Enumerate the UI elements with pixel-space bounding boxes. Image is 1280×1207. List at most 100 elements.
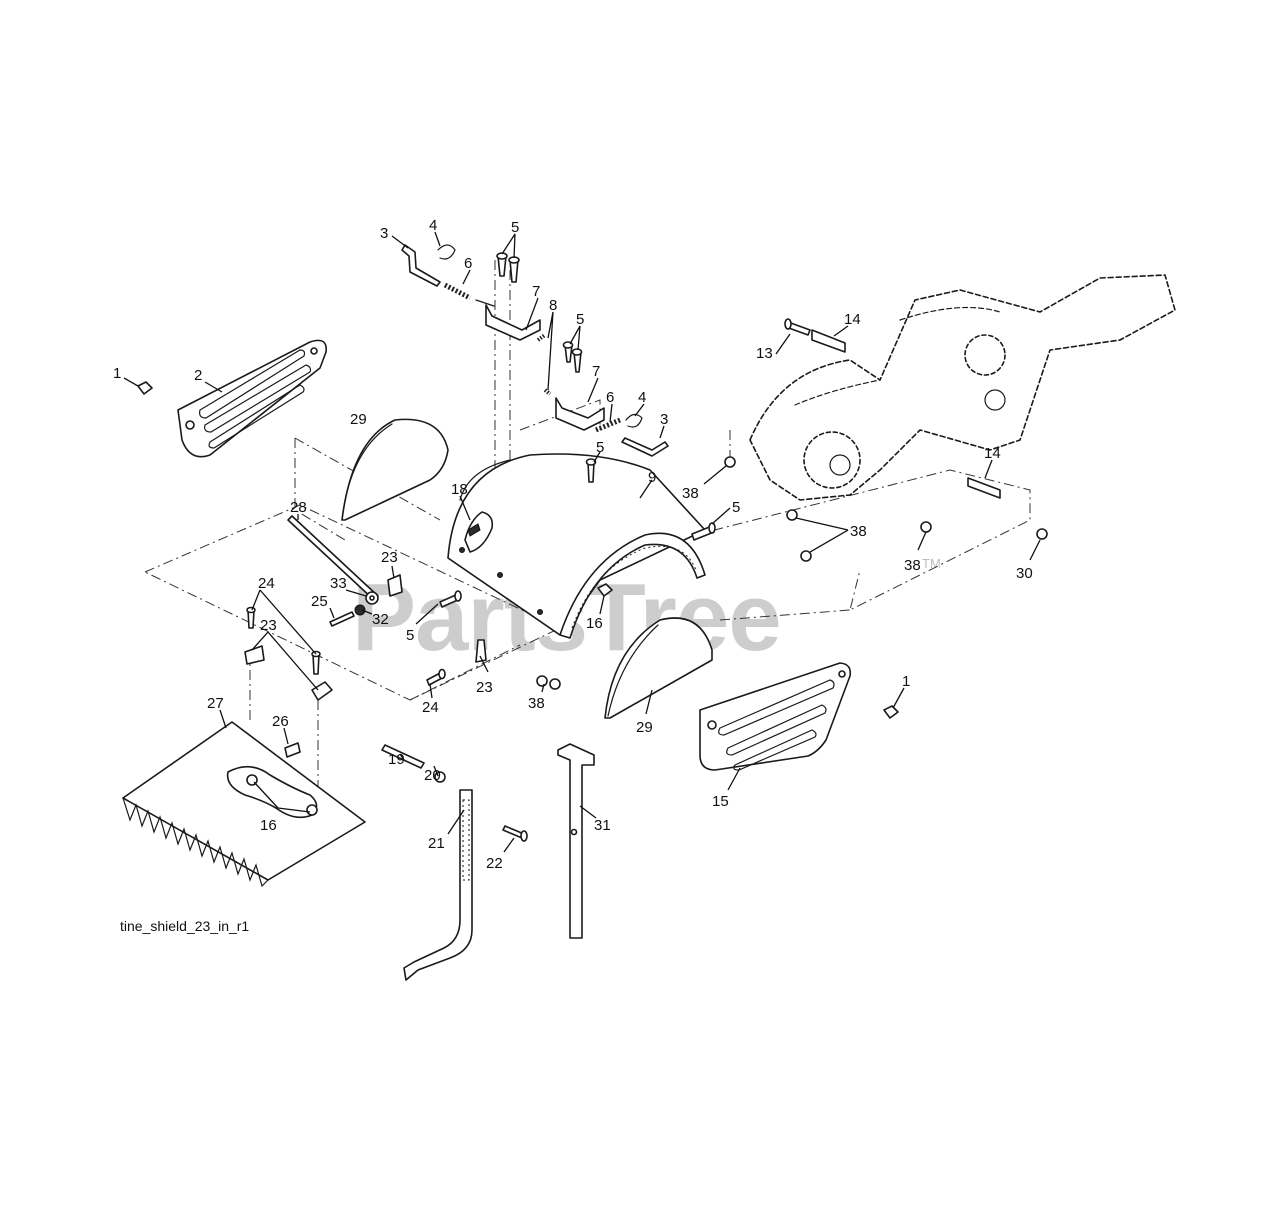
callout-6: 6 (606, 389, 614, 406)
drag-bar (122, 721, 366, 888)
callout-15: 15 (712, 793, 729, 810)
bolt-24-center (426, 668, 446, 686)
callout-30: 30 (1016, 565, 1033, 582)
diagram-caption: tine_shield_23_in_r1 (120, 918, 249, 934)
nut-16-hood (597, 583, 613, 597)
callout-23: 23 (476, 679, 493, 696)
callout-31: 31 (594, 817, 611, 834)
callout-5: 5 (576, 311, 584, 328)
bolt-13 (784, 318, 811, 336)
callout-4: 4 (638, 389, 646, 406)
nut-38-left (724, 456, 736, 468)
right-tine-plate (604, 617, 713, 719)
clip-left (244, 645, 265, 665)
callout-20: 20 (424, 767, 441, 784)
bolt-24-upper (246, 606, 256, 629)
bolt-pair-top (496, 252, 520, 283)
callout-5: 5 (406, 627, 414, 644)
callout-6: 6 (464, 255, 472, 272)
callout-2: 2 (194, 367, 202, 384)
callout-1: 1 (113, 365, 121, 382)
right-side-shield (699, 662, 852, 771)
spring-lower (595, 417, 621, 433)
bolt-hood-left (439, 590, 462, 608)
callout-16: 16 (586, 615, 603, 632)
callout-14: 14 (984, 445, 1001, 462)
nut-38-center (536, 675, 561, 690)
hood-flap-strip (559, 532, 706, 639)
bracket-14-lower (967, 477, 1001, 499)
left-side-shield (177, 339, 327, 458)
callout-29: 29 (636, 719, 653, 736)
callout-38: 38 (850, 523, 867, 540)
callout-19: 19 (388, 751, 405, 768)
callout-21: 21 (428, 835, 445, 852)
plug-18 (467, 523, 481, 537)
lift-rod-lower (621, 437, 669, 457)
callout-33: 33 (330, 575, 347, 592)
nut-30 (1036, 528, 1048, 540)
bracket-24 (311, 681, 333, 701)
callout-5: 5 (732, 499, 740, 516)
callout-1: 1 (902, 673, 910, 690)
bolt-hood-top (585, 458, 597, 483)
pin-19 (381, 744, 425, 769)
plate-26 (284, 742, 301, 758)
callout-23: 23 (260, 617, 277, 634)
bolt-24-lower (311, 650, 321, 675)
stake-bar (557, 743, 595, 939)
small-spring-b (543, 388, 552, 396)
callout-3: 3 (380, 225, 388, 242)
callout-9: 9 (648, 469, 656, 486)
callout-38: 38 (682, 485, 699, 502)
callout-29: 29 (350, 411, 367, 428)
hinge-bracket-upper (475, 299, 541, 341)
clip-center (475, 639, 487, 663)
callout-18: 18 (451, 481, 468, 498)
spring-upper (443, 282, 472, 301)
callout-3: 3 (660, 411, 668, 428)
tine-shield-hood (447, 453, 706, 636)
transmission-housing (749, 274, 1176, 501)
washer-33 (365, 591, 379, 605)
clip-right (387, 574, 403, 597)
callout-24: 24 (422, 699, 439, 716)
hinge-bracket-lower (555, 397, 605, 431)
nut-1-right (883, 705, 899, 719)
nut-32 (354, 604, 366, 616)
bolt-22 (502, 825, 528, 842)
nut-1-left (137, 381, 153, 395)
callout-26: 26 (272, 713, 289, 730)
depth-stake (403, 789, 473, 981)
callout-5: 5 (511, 219, 519, 236)
callout-5: 5 (596, 439, 604, 456)
lift-rod-upper (401, 244, 441, 287)
pin-25 (329, 611, 355, 627)
callout-32: 32 (372, 611, 389, 628)
small-spring-a (536, 333, 547, 342)
nut-38-right (920, 521, 932, 533)
hairpin-lower (625, 413, 643, 428)
callout-22: 22 (486, 855, 503, 872)
callout-4: 4 (429, 217, 437, 234)
bolt-hood-right (691, 522, 716, 541)
callout-24: 24 (258, 575, 275, 592)
leader-lines (123, 231, 1041, 853)
callout-38: 38 (904, 557, 921, 574)
callout-7: 7 (532, 283, 540, 300)
callout-23: 23 (381, 549, 398, 566)
callout-7: 7 (592, 363, 600, 380)
bolt-pair-mid (562, 341, 583, 373)
callout-13: 13 (756, 345, 773, 362)
callout-labels: 1 1 2 3 3 4 4 5 5 5 5 5 6 6 7 7 8 9 13 1… (113, 217, 1033, 872)
nut-38-pair (786, 509, 812, 562)
callout-28: 28 (290, 499, 307, 516)
callout-14: 14 (844, 311, 861, 328)
callout-16: 16 (260, 817, 277, 834)
callout-38: 38 (528, 695, 545, 712)
left-tine-plate (341, 418, 449, 521)
hairpin-upper (437, 244, 456, 260)
callout-27: 27 (207, 695, 224, 712)
callout-8: 8 (549, 297, 557, 314)
